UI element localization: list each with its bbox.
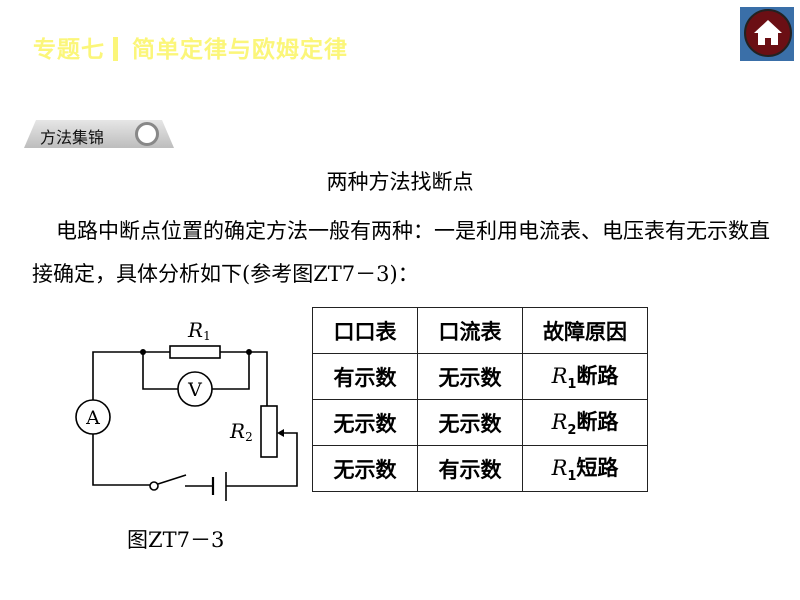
voltmeter [177,371,213,407]
table-row: 无示数 有示数 R1短路 [312,445,648,492]
divider [113,37,118,61]
ammeter-cell: 无示数 [417,399,523,446]
r1-label: R1 [187,318,211,343]
section-title: 两种方法找断点 [326,170,474,194]
switch [149,481,159,491]
header-cell: 故障原因 [522,307,648,354]
ammeter-cell: 有示数 [417,445,523,492]
ammeter-cell: 无示数 [417,353,523,400]
rheostat-r2 [260,405,278,458]
header-cell: 口流表 [417,307,523,354]
magnifier-icon [135,122,159,146]
fault-cell: R1断路 [522,353,648,400]
topic-label: 简单定律与欧姆定律 [132,37,348,63]
resistor-r1 [169,345,221,359]
section-tag-label: 方法集锦 [40,128,105,147]
ammeter-label: A [85,407,100,429]
table-row: 无示数 无示数 R2断路 [312,399,648,446]
fault-cell: R2断路 [522,399,648,446]
header-cell: 口口表 [312,307,418,354]
figure-caption: 图ZT7－3 [127,528,225,552]
fault-cell: R1短路 [522,445,648,492]
voltmeter-label: V [187,379,202,401]
r2-label: R2 [229,419,253,444]
table-row: 有示数 无示数 R1断路 [312,353,648,400]
home-icon [744,9,792,57]
chapter-label: 专题七 [33,37,105,63]
voltmeter-cell: 无示数 [312,445,418,492]
chapter-header: 专题七 简单定律与欧姆定律 [33,30,348,64]
voltmeter-cell: 无示数 [312,399,418,446]
voltmeter-cell: 有示数 [312,353,418,400]
table-header-row: 口口表 口流表 故障原因 [312,307,648,354]
fault-table: 口口表 口流表 故障原因 有示数 无示数 R1断路 无示数 无示数 R2断路 无… [312,307,648,492]
body-paragraph: 电路中断点位置的确定方法一般有两种：一是利用电流表、电压表有无示数直接确定，具体… [32,219,770,286]
home-button[interactable] [740,7,794,61]
